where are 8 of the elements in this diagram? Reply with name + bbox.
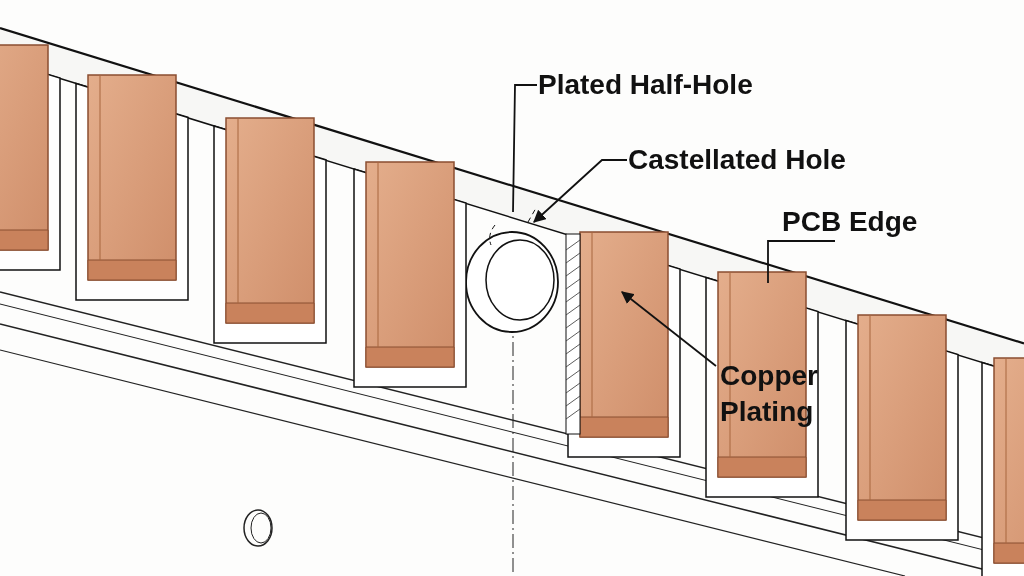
leader-line — [767, 240, 836, 284]
callout-label: Plated Half-Hole — [538, 67, 753, 103]
leader-line — [512, 84, 538, 213]
callout-label: PCB Edge — [782, 204, 918, 240]
leader-arrow — [533, 159, 628, 223]
leader-arrow — [621, 291, 717, 367]
plated-slot-drawing — [565, 231, 681, 458]
callout-label: Castellated Hole — [628, 142, 846, 178]
